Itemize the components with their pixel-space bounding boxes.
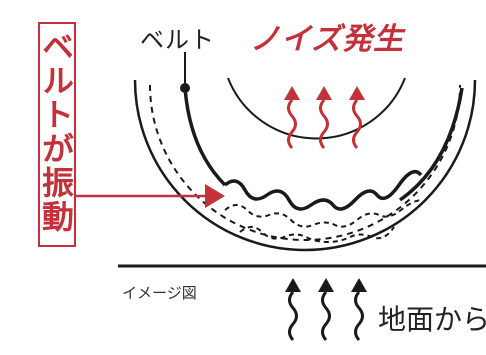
- belt-vibration-wave: [223, 169, 423, 211]
- wavy-arrow-up-icon: [287, 99, 362, 149]
- inner-arc: [227, 77, 406, 140]
- image-note-label: イメージ図: [122, 284, 197, 302]
- belt-arc: [183, 87, 227, 187]
- belt-leader-dot: [180, 83, 190, 93]
- wavy-arrow-up-icon: [288, 291, 364, 341]
- vibration-label-box: ベルトが振動: [37, 22, 76, 247]
- arrow-right-icon: [205, 184, 225, 208]
- ground-label: 地面から: [378, 303, 486, 336]
- belt-arc-right: [398, 87, 464, 202]
- outer-dashed-arc: [149, 84, 461, 241]
- wavy-arrow-up-heads-black: [285, 278, 367, 292]
- dashed-vibration-wave-1: [224, 199, 424, 228]
- wavy-arrow-up-heads: [284, 86, 365, 100]
- vibration-label: ベルトが振動: [37, 30, 75, 234]
- noise-label: ノイズ発生: [250, 22, 405, 57]
- dashed-vibration-wave-2: [239, 226, 395, 244]
- outer-arc: [133, 79, 477, 252]
- belt-label: ベルト: [140, 26, 215, 54]
